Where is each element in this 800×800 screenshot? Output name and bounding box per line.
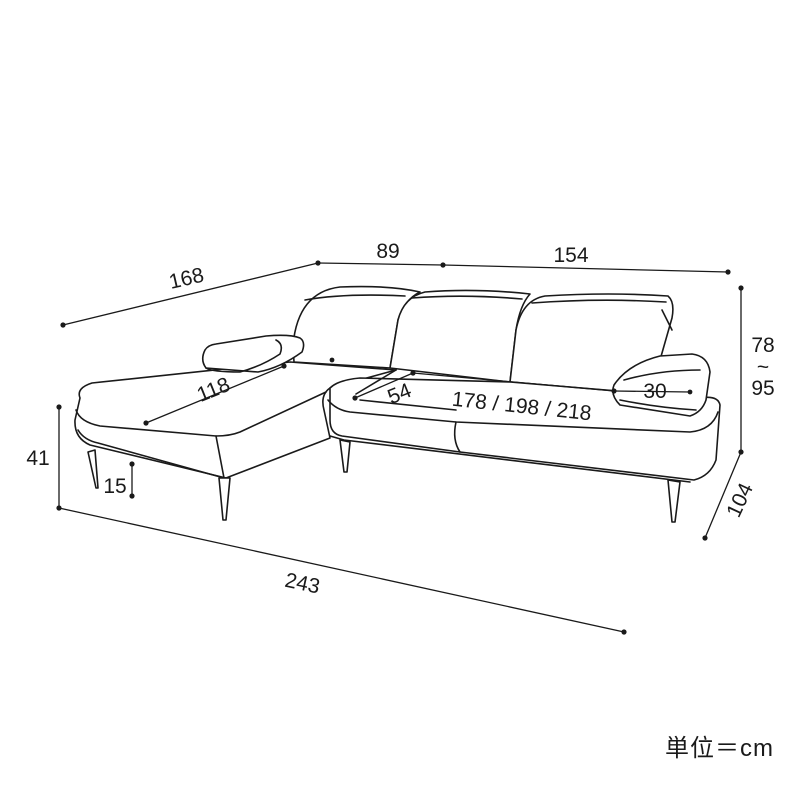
label-back-height-max: 95 (751, 377, 774, 400)
label-chaise-depth: 168 (167, 264, 206, 294)
unit-label: 単位＝cm (665, 735, 774, 762)
label-leg-height: 15 (103, 475, 126, 498)
right-armrest-cushion (612, 353, 711, 417)
chaise-section (74, 361, 397, 479)
dimension-lines (56, 260, 744, 635)
left-armrest-cushion (201, 334, 305, 373)
label-back-height-sep: ~ (757, 356, 769, 379)
label-main-width: 154 (553, 244, 588, 267)
label-armrest-width: 30 (643, 380, 666, 403)
label-back-height-min: 78 (751, 334, 774, 357)
label-seat-height: 41 (26, 447, 49, 470)
sofa-legs (87, 439, 681, 523)
back-cushion-middle (389, 289, 531, 383)
dimension-labels: 168 89 154 78 ~ 95 104 41 15 243 118 54 … (26, 240, 774, 599)
label-chaise-width: 89 (376, 240, 399, 263)
l-shaped-sofa-illustration (74, 285, 721, 523)
label-total-width: 243 (283, 569, 322, 599)
